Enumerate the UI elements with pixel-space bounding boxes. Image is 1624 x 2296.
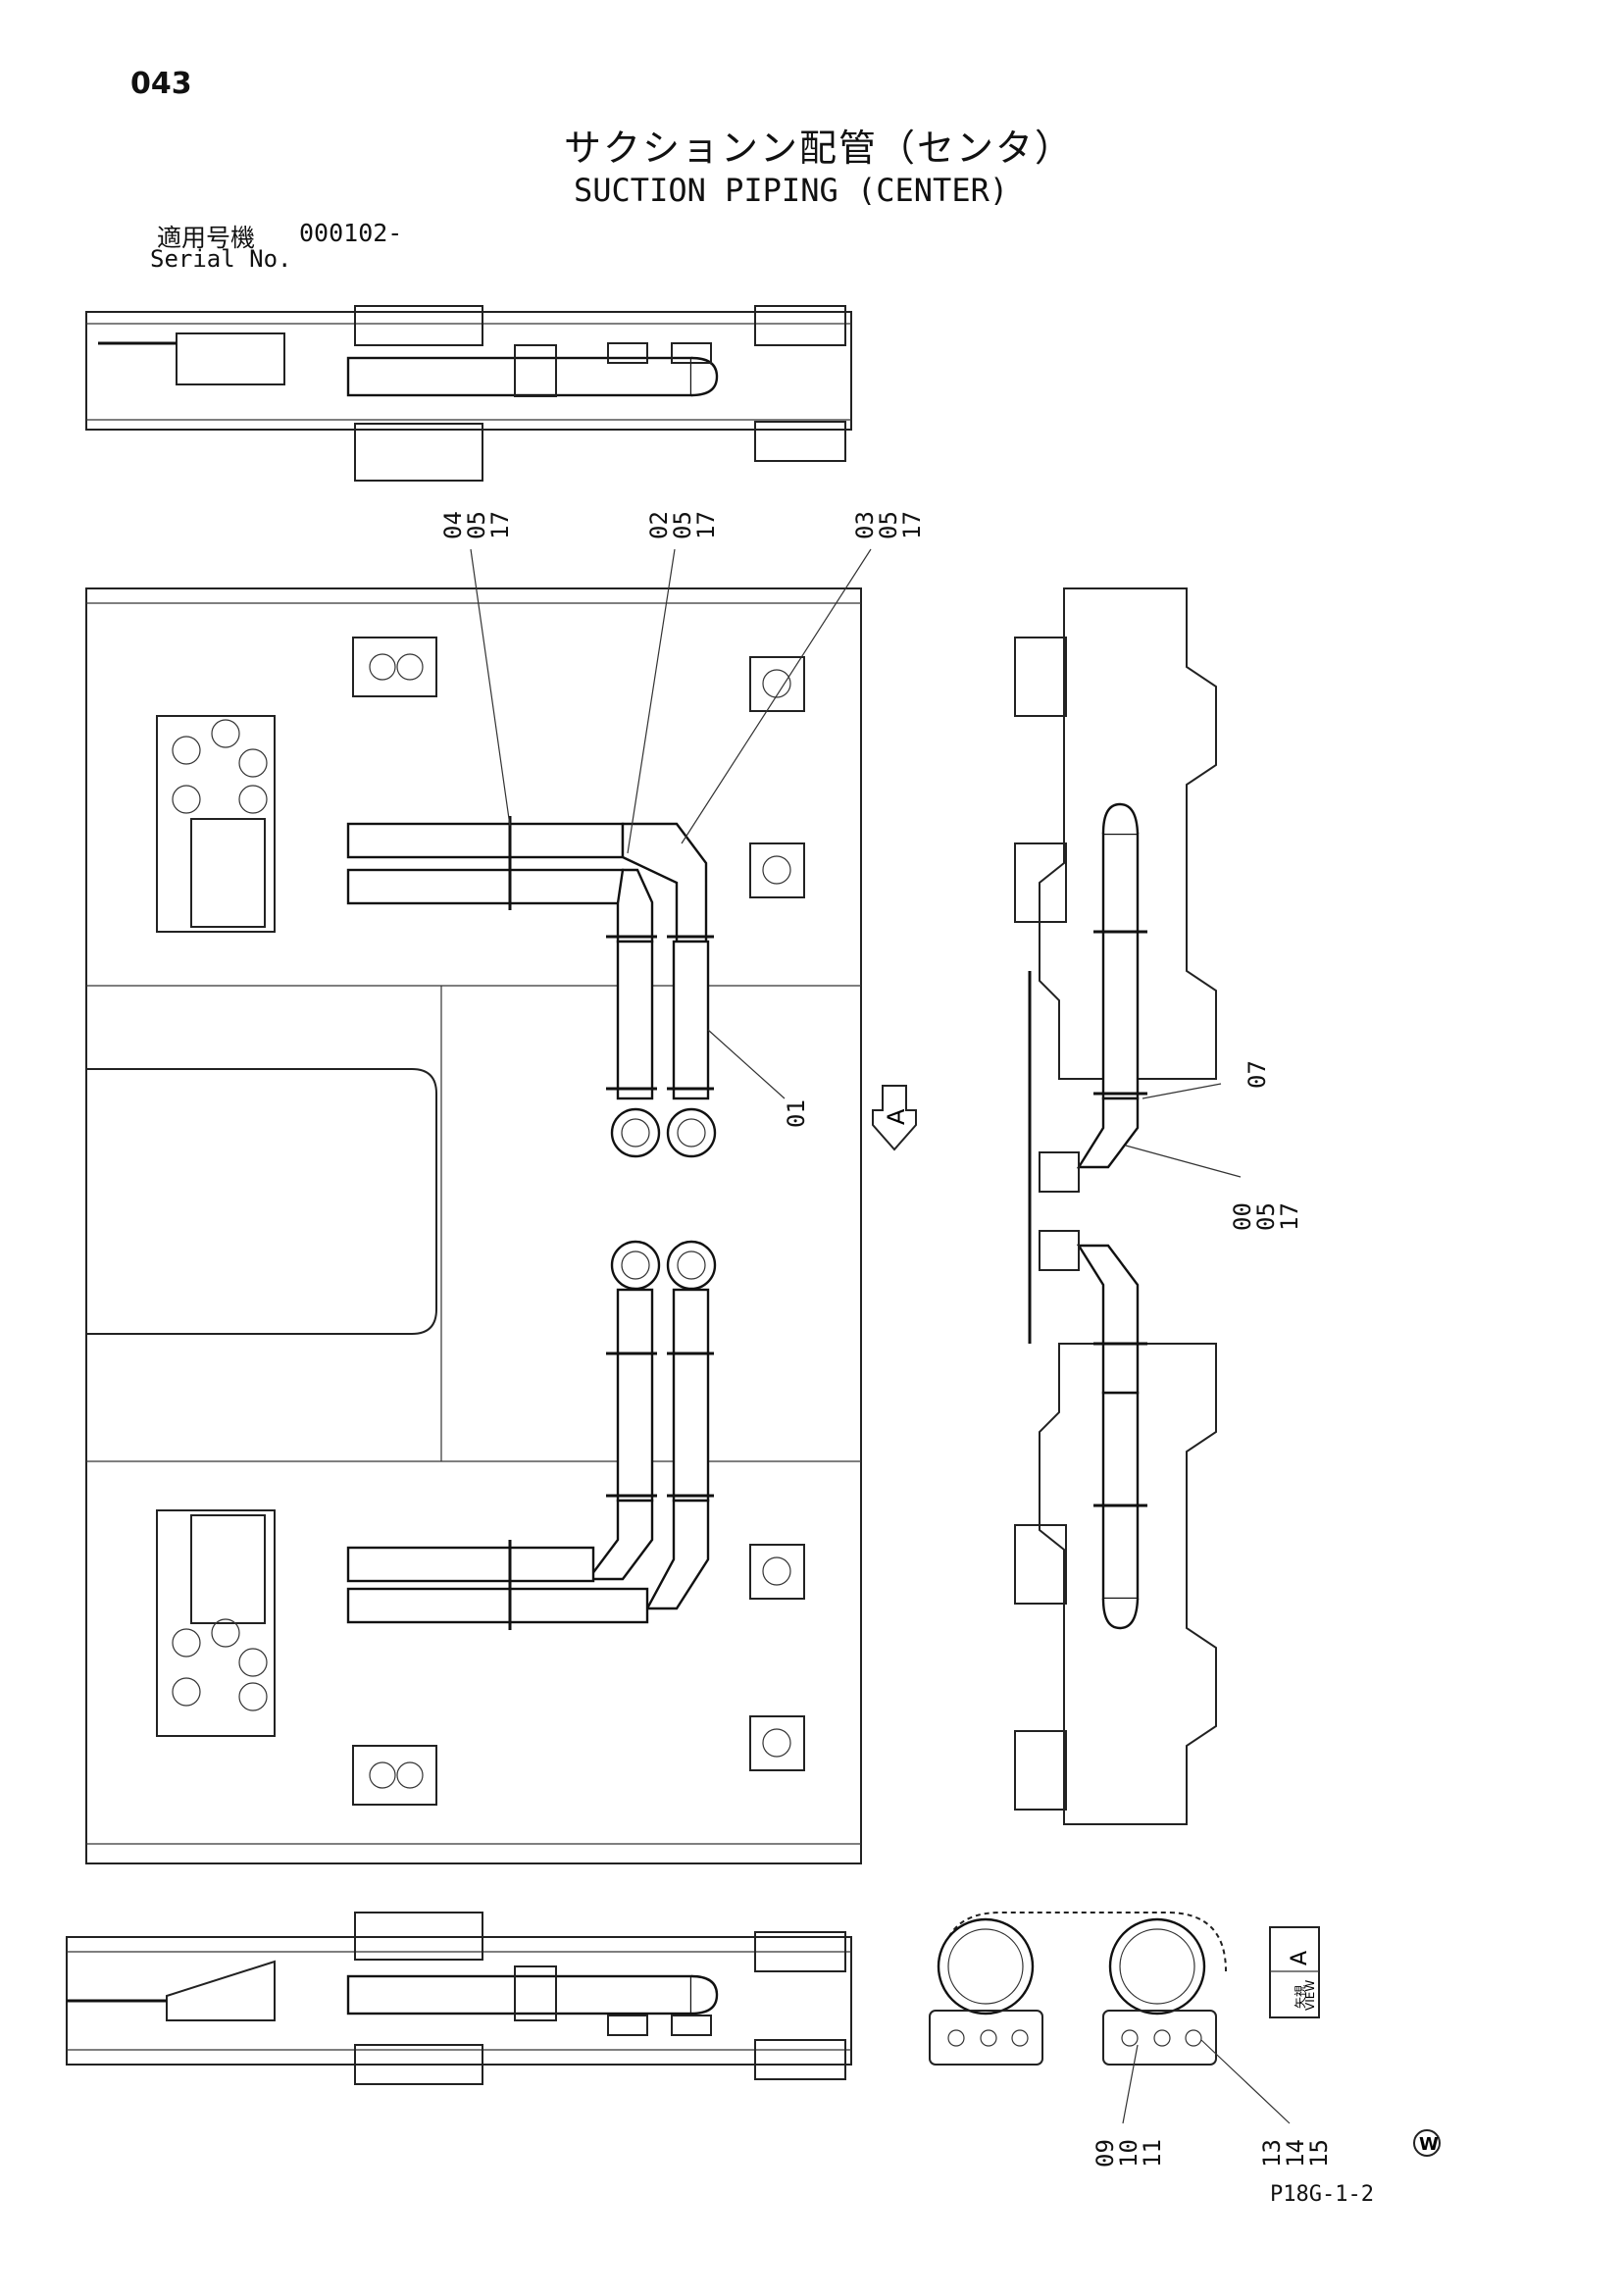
view-a-detail: 矢視 VIEW A — [929, 1912, 1320, 2066]
serial-label-japanese: 適用号機 — [157, 224, 256, 252]
callout-text: 05 — [1252, 1202, 1280, 1231]
callout-07: 07 — [1243, 1060, 1271, 1089]
callout-04-05-17: 04 05 17 — [439, 511, 514, 539]
callout-text: 17 — [486, 511, 514, 539]
serial-label-english: Serial No. — [150, 245, 292, 273]
view-a-arrow: A — [872, 1085, 917, 1151]
callout-text: 01 — [783, 1099, 810, 1128]
callout-01: 01 — [783, 1099, 810, 1128]
callout-text: 03 — [851, 511, 879, 539]
callout-03-05-17: 03 05 17 — [851, 511, 926, 539]
w-mark: W — [1413, 2129, 1441, 2157]
top-strip-view — [85, 305, 852, 482]
callout-text: 15 — [1305, 2139, 1333, 2168]
callout-text: 13 — [1258, 2139, 1286, 2168]
callout-text: 17 — [1276, 1202, 1303, 1231]
w-mark-letter: W — [1419, 2134, 1439, 2155]
callout-text: 10 — [1115, 2139, 1142, 2168]
callout-text: 05 — [669, 511, 696, 539]
callout-text: 00 — [1229, 1202, 1256, 1231]
callout-text: 05 — [463, 511, 490, 539]
callout-02-05-17: 02 05 17 — [645, 511, 720, 539]
view-a-arrow-letter: A — [883, 1108, 910, 1125]
view-letter: A — [1288, 1951, 1312, 1965]
plan-view — [85, 587, 862, 1864]
view-label-japanese: 矢視 — [1293, 1985, 1307, 2009]
callout-00-05-17: 00 05 17 — [1229, 1202, 1303, 1231]
callout-text: 07 — [1243, 1060, 1271, 1089]
callout-text: 04 — [439, 511, 467, 539]
bottom-strip-view — [66, 1912, 852, 2085]
side-view — [1014, 587, 1217, 1825]
callout-text: 17 — [898, 511, 926, 539]
callout-text: 05 — [875, 511, 902, 539]
leader-lines — [470, 548, 1291, 2124]
callout-09-10-11: 09 10 11 — [1091, 2139, 1166, 2168]
callout-13-14-15: 13 14 15 — [1258, 2139, 1333, 2168]
title-japanese: サクションン配管（センタ） — [564, 127, 1075, 170]
callout-text: 02 — [645, 511, 673, 539]
view-label-english: VIEW — [1303, 1980, 1317, 2011]
page-number: 043 — [130, 67, 192, 101]
callout-text: 09 — [1091, 2139, 1119, 2168]
callout-text: 14 — [1282, 2139, 1309, 2168]
drawing-code: P18G-1-2 — [1270, 2182, 1374, 2207]
callout-text: 17 — [692, 511, 720, 539]
callout-text: 11 — [1139, 2139, 1166, 2168]
title-english: SUCTION PIPING (CENTER) — [574, 172, 1009, 209]
serial-value: 000102- — [299, 219, 403, 247]
